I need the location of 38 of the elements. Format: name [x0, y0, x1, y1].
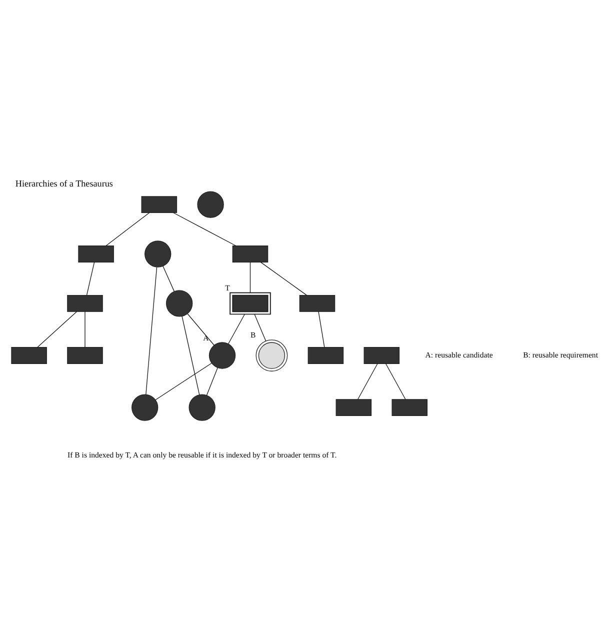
connector: [254, 314, 266, 342]
connector: [187, 314, 214, 346]
node-box: [232, 246, 268, 262]
connector: [250, 262, 251, 293]
node-box: [67, 347, 103, 364]
connector: [106, 212, 150, 246]
connector: [358, 363, 378, 400]
diagram-title: Hierarchies of a Thesaurus: [15, 178, 113, 188]
node-circle: [144, 240, 172, 268]
node-circle: [132, 394, 158, 421]
node-box: [308, 347, 344, 364]
connector: [260, 262, 307, 296]
node-circle: [256, 340, 288, 372]
node-box: [11, 347, 47, 364]
node-box: [364, 347, 400, 364]
connector: [155, 362, 212, 400]
node-box: [299, 295, 336, 312]
node-box: [392, 399, 428, 416]
connector: [206, 368, 218, 396]
node-box: [67, 295, 103, 312]
connector: [84, 311, 86, 348]
node-circle: [197, 191, 224, 218]
connector: [162, 266, 175, 292]
connector: [173, 212, 236, 246]
node-box: [141, 196, 178, 214]
connector: [385, 363, 406, 400]
node-circle: [166, 290, 193, 317]
node-circle: [188, 394, 216, 421]
connector: [318, 311, 325, 348]
node-box: [230, 292, 271, 315]
connector: [182, 316, 200, 396]
node-circle: [208, 342, 236, 369]
node-box: [78, 246, 114, 262]
connector: [146, 266, 158, 395]
connector: [86, 262, 95, 296]
connector: [228, 314, 245, 344]
connector: [37, 311, 78, 348]
node-box: [336, 399, 372, 416]
